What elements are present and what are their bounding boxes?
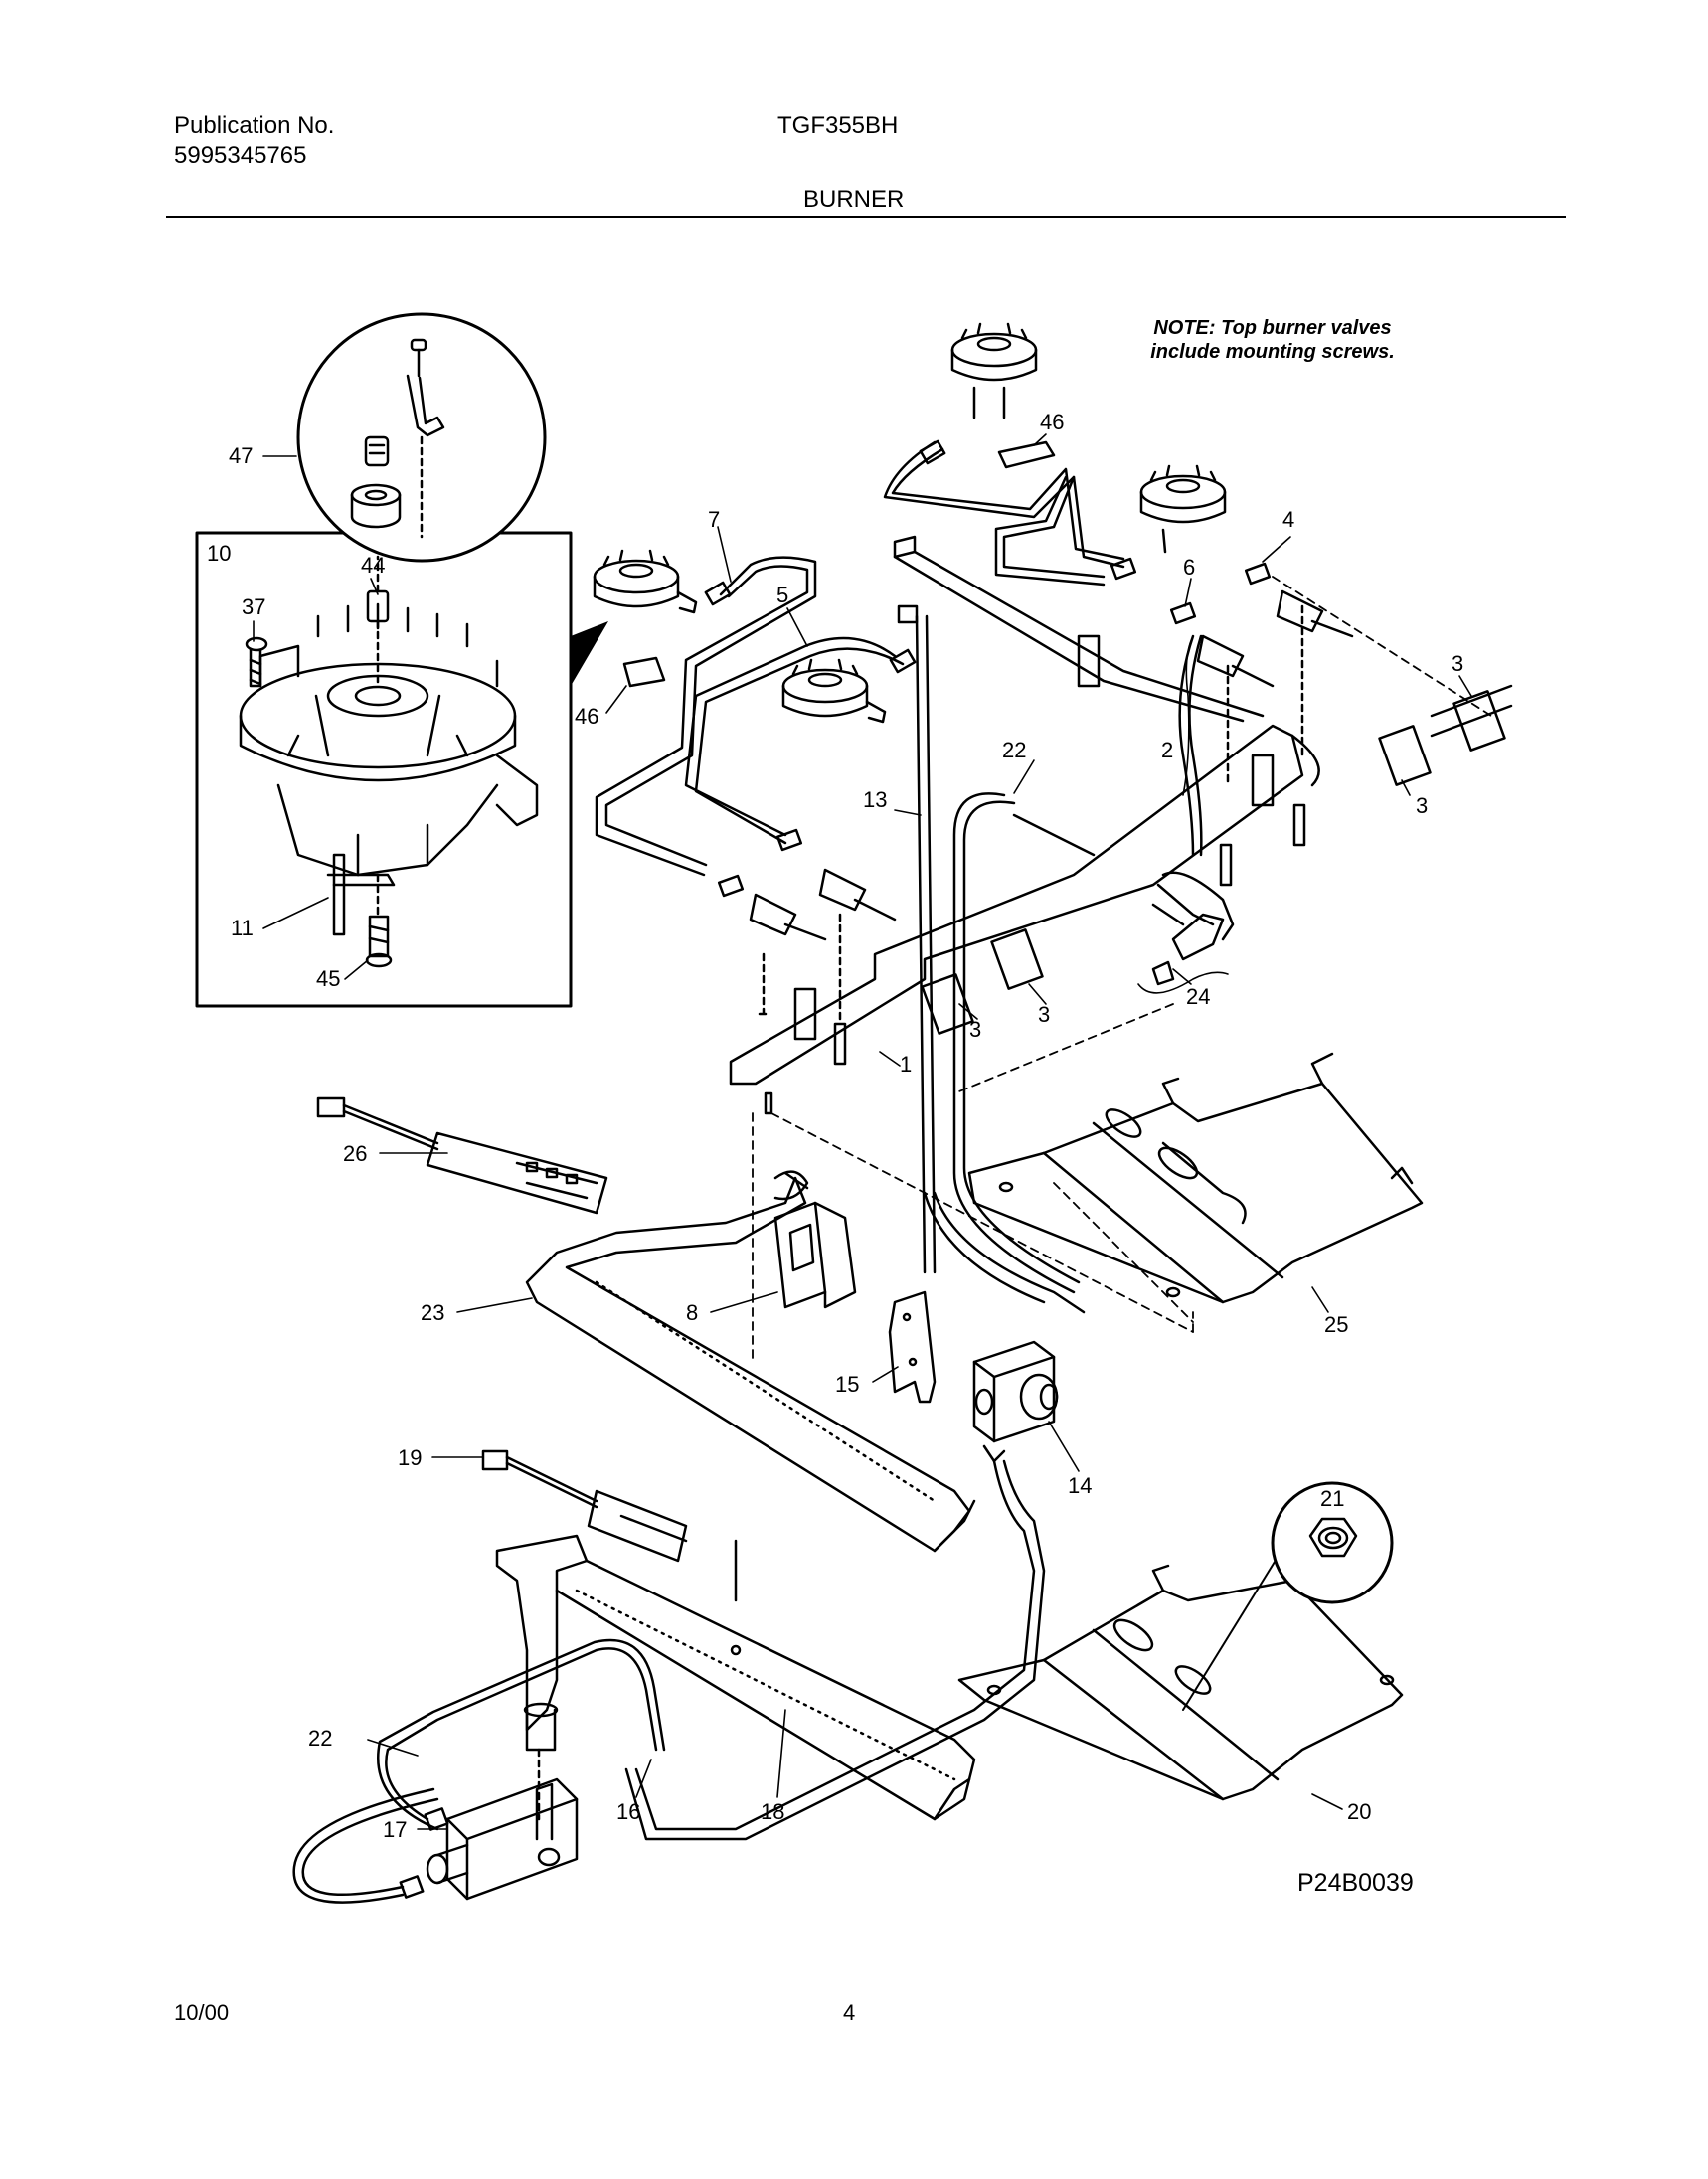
callout-5: 5 xyxy=(776,583,788,607)
callout-3-far: 3 xyxy=(1452,651,1463,676)
burner-tubes xyxy=(595,440,1125,877)
orifice-detail-circle xyxy=(296,312,547,563)
callout-44: 44 xyxy=(361,553,385,578)
bracket-46-right xyxy=(997,440,1056,469)
wire-2 xyxy=(1178,634,1203,857)
publication-number: 5995345765 xyxy=(174,142,307,169)
header-divider xyxy=(166,216,1566,218)
callout-2: 2 xyxy=(1161,738,1173,762)
brace-24 xyxy=(1137,971,1229,994)
callout-26: 26 xyxy=(343,1141,367,1166)
valve-brackets xyxy=(921,684,1513,1035)
burner-base-inset xyxy=(239,555,539,968)
callout-labels: 47 10 44 37 11 45 7 5 46 46 4 6 3 3 3 3 … xyxy=(207,410,1463,1842)
valve-bodies xyxy=(749,589,1354,941)
callout-13: 13 xyxy=(863,787,887,812)
callout-23: 23 xyxy=(421,1300,444,1325)
tube-fittings xyxy=(704,439,1272,898)
alignment-lines xyxy=(752,576,1492,1363)
nut-detail-circle xyxy=(1271,1481,1394,1604)
callout-10: 10 xyxy=(207,541,231,566)
pressure-regulator-14 xyxy=(624,1340,1059,1841)
callout-3-right: 3 xyxy=(1416,793,1428,818)
callout-11: 11 xyxy=(231,916,254,940)
callout-45: 45 xyxy=(316,966,340,991)
page-number: 4 xyxy=(843,2000,856,2025)
callout-19: 19 xyxy=(398,1445,422,1470)
diagram-code: P24B0039 xyxy=(1297,1869,1414,1897)
broil-burner-18 xyxy=(495,1534,976,1821)
oven-burner-23 xyxy=(525,1170,976,1553)
note-text: NOTE: Top burner valves include mounting… xyxy=(1059,316,1486,364)
flame-spreader-20 xyxy=(957,1540,1404,1801)
callout-7: 7 xyxy=(708,507,720,532)
callout-22-lower: 22 xyxy=(308,1726,332,1751)
gas-tube-24 xyxy=(1012,813,1215,926)
callout-6: 6 xyxy=(1183,555,1195,580)
top-burner-rear-left xyxy=(593,549,698,614)
flame-spreader-25 xyxy=(967,1052,1424,1304)
brace-2 xyxy=(1182,635,1194,796)
footer-date: 10/00 xyxy=(174,2000,230,2025)
ignitor-19 xyxy=(481,1449,688,1563)
callout-3-left: 3 xyxy=(969,1017,981,1042)
gas-tube-22-upper xyxy=(952,792,1081,1294)
publication-label: Publication No. xyxy=(174,112,335,139)
bracket-46-left xyxy=(622,656,666,688)
callout-47: 47 xyxy=(229,443,253,468)
callout-8: 8 xyxy=(686,1300,698,1325)
gas-tube-13 xyxy=(915,614,937,1274)
top-burner-front-left xyxy=(781,658,887,724)
callout-16: 16 xyxy=(616,1799,640,1824)
callout-46-right: 46 xyxy=(1040,410,1064,434)
note-line-2: include mounting screws. xyxy=(1150,341,1395,363)
callout-24: 24 xyxy=(1186,984,1210,1009)
callout-18: 18 xyxy=(761,1799,784,1824)
leader-lines xyxy=(253,433,1472,1830)
broil-valve-17 xyxy=(292,1638,666,1904)
callout-21: 21 xyxy=(1320,1486,1344,1511)
callout-22-upper: 22 xyxy=(1002,738,1026,762)
callout-4: 4 xyxy=(1282,507,1294,532)
section-title: BURNER xyxy=(803,186,905,213)
callout-37: 37 xyxy=(242,594,265,619)
callout-25: 25 xyxy=(1324,1312,1348,1337)
callout-20: 20 xyxy=(1347,1799,1371,1824)
callout-3-mid: 3 xyxy=(1038,1002,1050,1027)
top-burner-front-right xyxy=(1139,464,1227,554)
bracket-15 xyxy=(888,1290,937,1404)
callout-17: 17 xyxy=(383,1817,407,1842)
callout-15: 15 xyxy=(835,1372,859,1397)
model-number: TGF355BH xyxy=(777,112,899,139)
callout-14: 14 xyxy=(1068,1473,1092,1498)
ignitor-module-8 xyxy=(773,1201,857,1309)
callout-1: 1 xyxy=(900,1052,912,1077)
ignitor-26 xyxy=(316,1096,608,1215)
top-burner-rear-right xyxy=(950,322,1038,419)
note-line-1: NOTE: Top burner valves xyxy=(1153,317,1392,339)
manifold-pipe xyxy=(729,535,1320,1086)
callout-46-left: 46 xyxy=(575,704,598,729)
